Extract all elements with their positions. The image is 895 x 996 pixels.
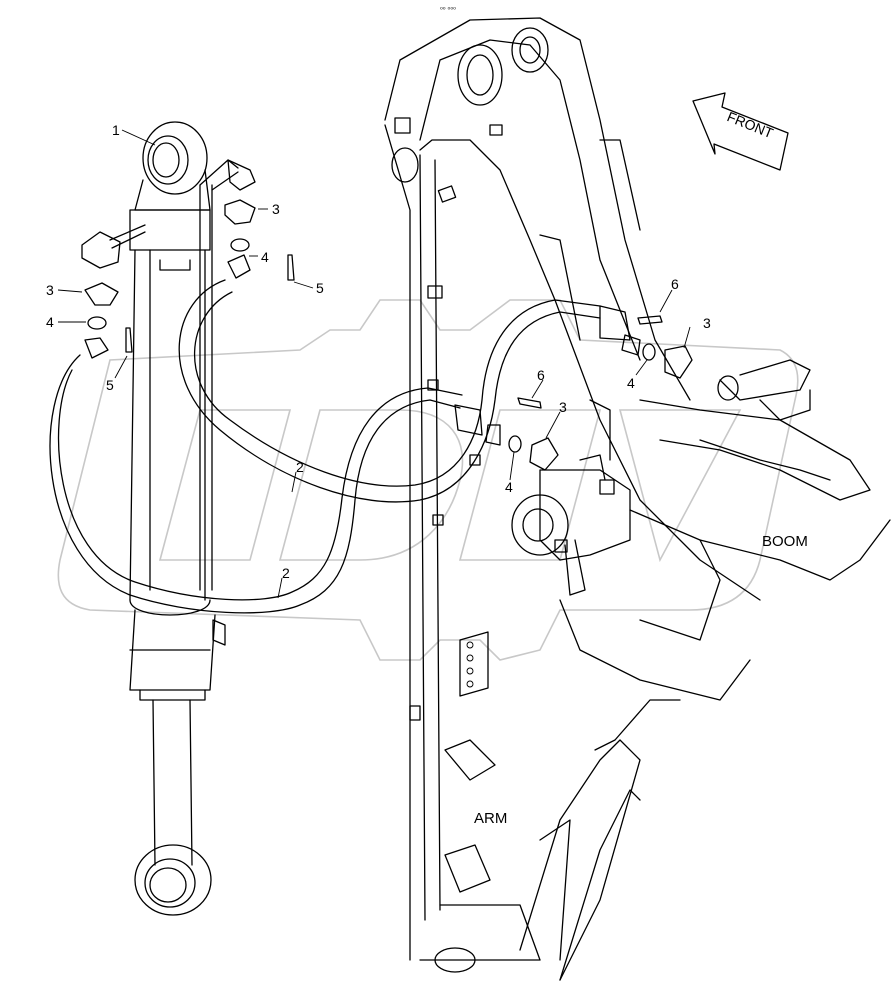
hydraulic-cylinder [81,121,256,916]
callout-4-left: 4 [46,314,54,330]
callout-2-lower: 2 [282,565,290,581]
callout-3-top: 3 [272,201,280,217]
callout-5-top: 5 [316,280,324,296]
watermark-logo [57,299,799,661]
callout-4-right-upper: 4 [627,375,635,391]
callout-6-upper: 6 [671,276,679,292]
callouts: 1 2 2 3 3 3 3 4 4 4 4 5 5 6 6 [46,122,711,581]
callout-5-left: 5 [106,377,114,393]
callout-6-lower: 6 [537,367,545,383]
hose-lower [49,354,483,614]
callout-4-top: 4 [261,249,269,265]
callout-2-upper: 2 [296,459,304,475]
callout-4-right-lower: 4 [505,479,513,495]
boom-label: BOOM [762,533,808,550]
hose-upper [178,279,631,503]
front-label: FRONT [725,108,776,141]
arm-structure [384,17,761,981]
arm-label: ARM [474,810,507,827]
callout-3-right-lower: 3 [559,399,567,415]
callout-1: 1 [112,122,120,138]
leader-lines [57,129,691,599]
callout-3-right-upper: 3 [703,315,711,331]
front-arrow: FRONT [692,92,789,171]
fittings [84,199,693,471]
drawing-code: ⁰⁰ ⁰⁰⁰ [440,6,456,14]
boom-structure [511,359,891,641]
callout-3-left: 3 [46,282,54,298]
